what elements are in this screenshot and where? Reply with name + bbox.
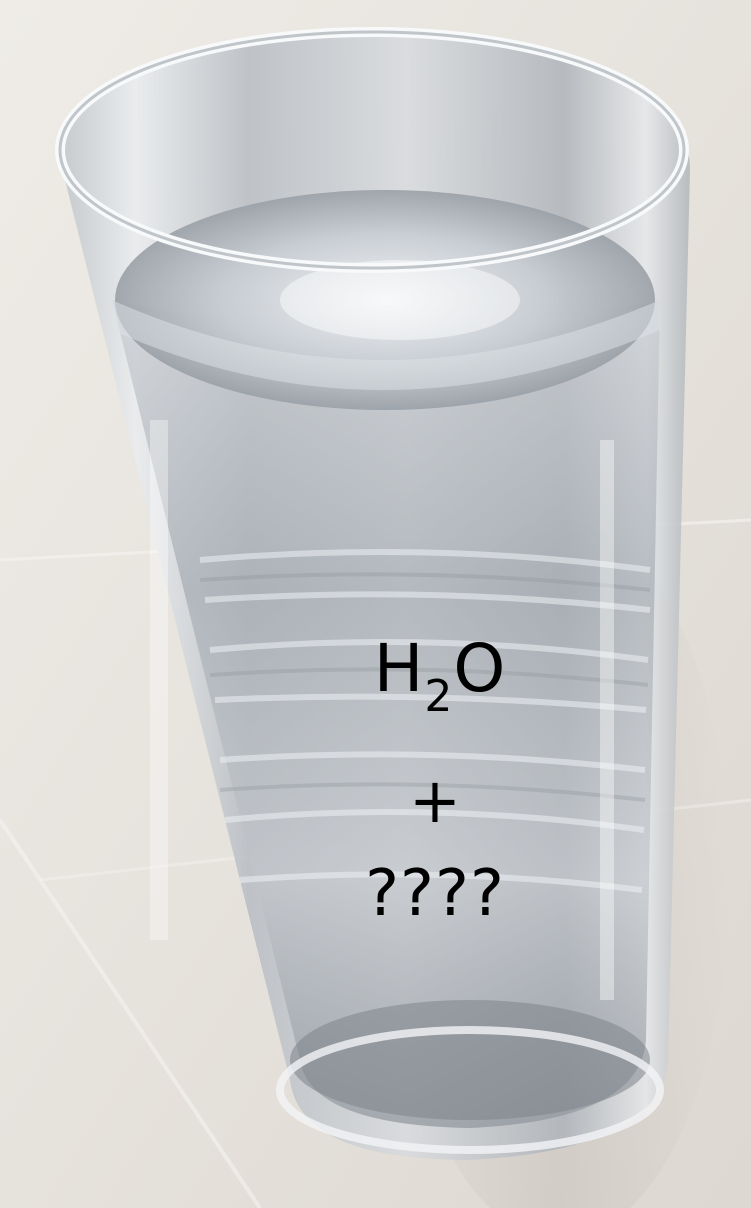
chemical-formula-label: H2O bbox=[340, 636, 540, 719]
formula-symbol-h: H bbox=[373, 630, 425, 707]
formula-subscript: 2 bbox=[424, 671, 454, 722]
plus-sign-label: + bbox=[409, 764, 461, 837]
unknown-question-label: ???? bbox=[365, 857, 505, 931]
formula-symbol-o: O bbox=[453, 630, 507, 707]
